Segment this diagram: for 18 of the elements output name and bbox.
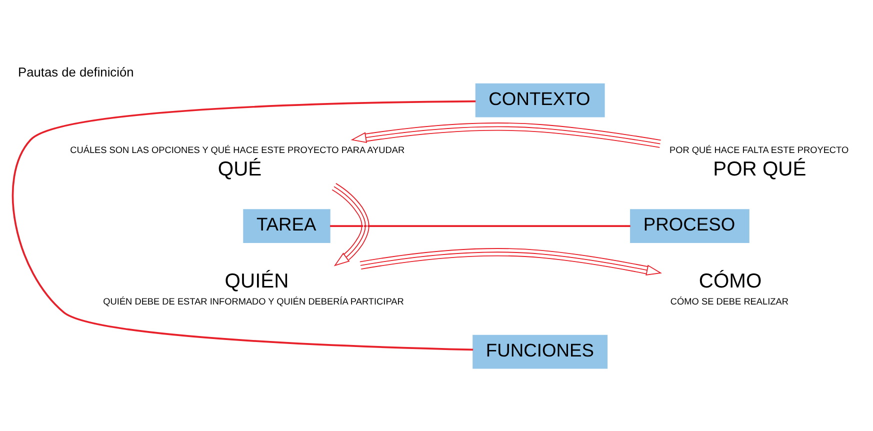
node-box: FUNCIONES [472, 334, 608, 369]
node-box: PROCESO [630, 209, 750, 244]
arrow [350, 122, 662, 148]
arrow [359, 248, 662, 276]
node-box: CONTEXTO [475, 83, 605, 118]
node-text: QUIÉN [224, 270, 289, 293]
node-label: CUÁLES SON LAS OPCIONES Y QUÉ HACE ESTE PROYECTO PARA AYUDAR [70, 145, 405, 156]
node-text: CÓMO [698, 270, 762, 293]
diagram-title: Pautas de definición [18, 64, 134, 80]
node-text: QUÉ [218, 158, 262, 181]
node-box: TAREA [243, 209, 330, 244]
node-label: QUIÉN DEBE DE ESTAR INFORMADO Y QUIÉN DEBERÍA PARTICIPAR [103, 296, 404, 307]
connector [330, 225, 630, 227]
node-label: CÓMO SE DEBE REALIZAR [670, 296, 788, 307]
connector [12, 100, 476, 351]
node-label: POR QUÉ HACE FALTA ESTE PROYECTO [670, 145, 849, 156]
arrow [332, 182, 370, 266]
node-text: POR QUÉ [713, 158, 806, 181]
